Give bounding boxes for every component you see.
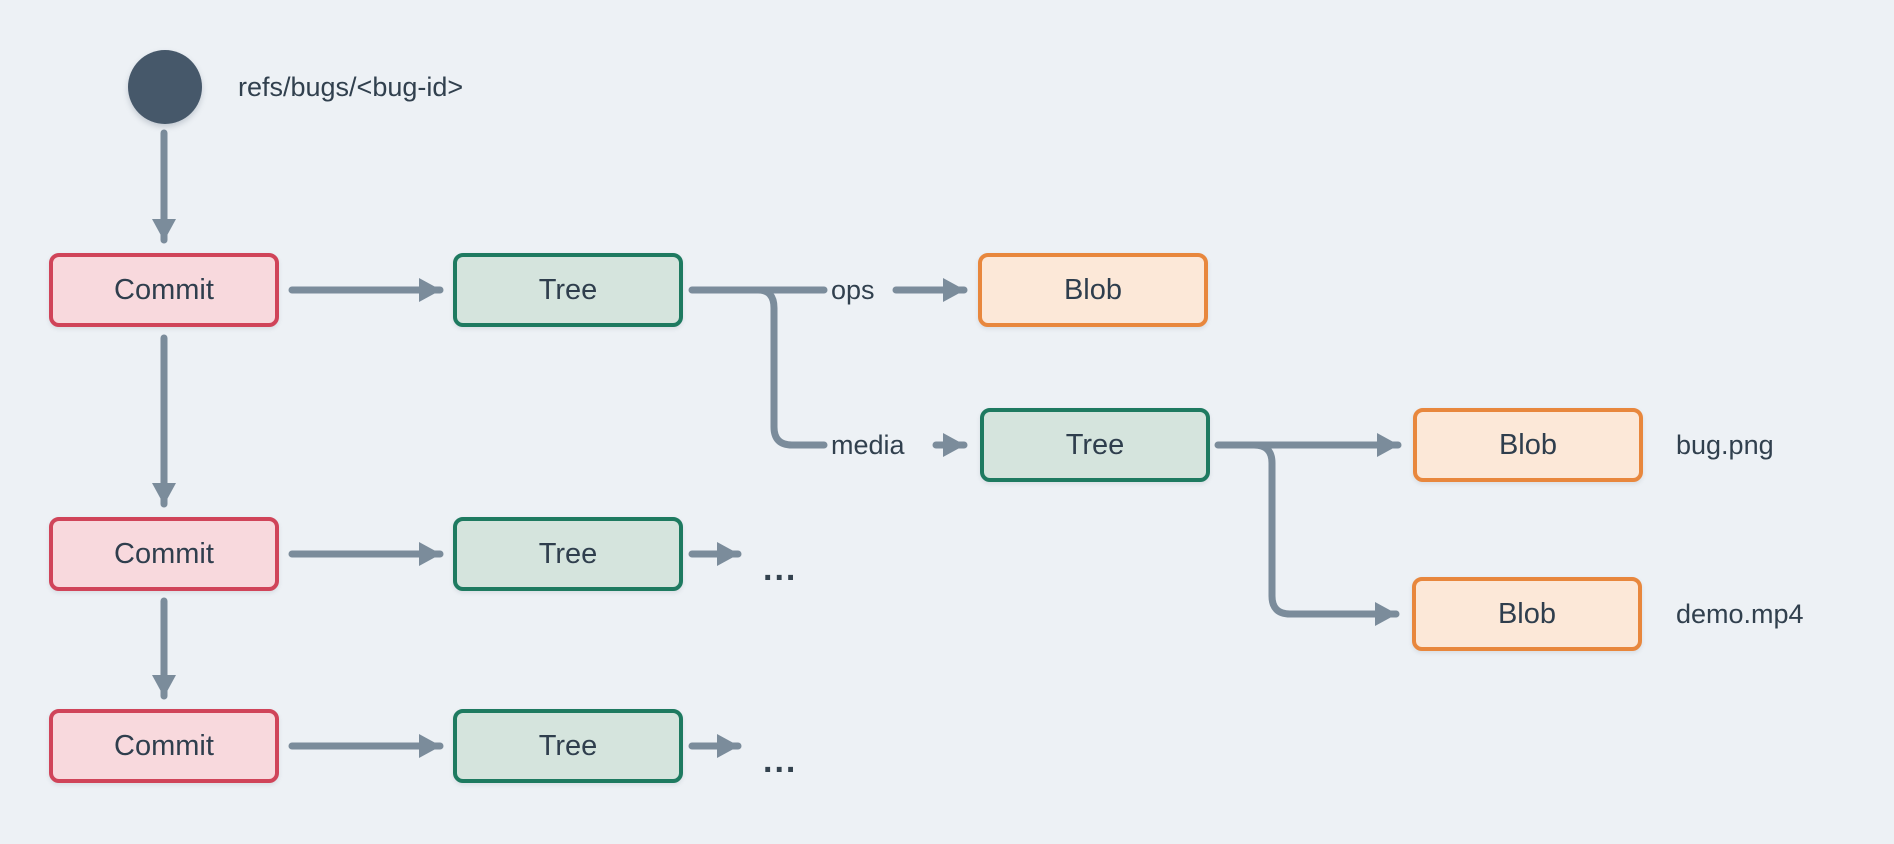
ref-label: refs/bugs/<bug-id> bbox=[238, 72, 464, 102]
ref-circle bbox=[128, 50, 202, 124]
commit-node-1: Commit bbox=[49, 253, 279, 327]
blob-node-ops: Blob bbox=[978, 253, 1208, 327]
tree-node-media: Tree bbox=[980, 408, 1210, 482]
edge-tree1-media-branch bbox=[754, 286, 828, 449]
file-label-bug: bug.png bbox=[1676, 430, 1774, 460]
commit-node-2: Commit bbox=[49, 517, 279, 591]
tree-node-1: Tree bbox=[453, 253, 683, 327]
blob-node-bug: Blob bbox=[1413, 408, 1643, 482]
edge-label-media: media bbox=[831, 430, 905, 460]
more-indicator-row2: ... bbox=[763, 550, 798, 588]
commit-node-3: Commit bbox=[49, 709, 279, 783]
blob-node-demo: Blob bbox=[1412, 577, 1642, 651]
file-label-demo: demo.mp4 bbox=[1676, 599, 1804, 629]
more-indicator-row3: ... bbox=[763, 742, 798, 780]
tree-node-2: Tree bbox=[453, 517, 683, 591]
edge-label-ops: ops bbox=[831, 275, 875, 305]
tree-node-3: Tree bbox=[453, 709, 683, 783]
edge-treemedia-to-blob-demo bbox=[1250, 441, 1400, 626]
